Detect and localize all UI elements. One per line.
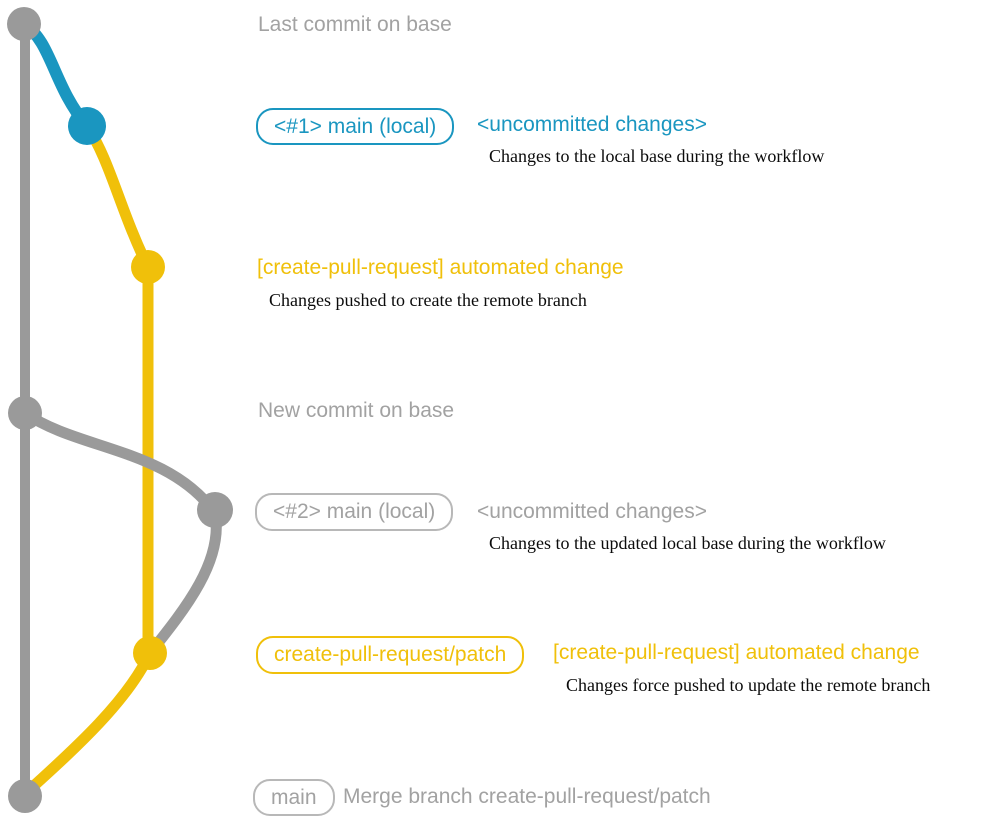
uncommitted-changes-title-2: <uncommitted changes> [477,500,707,523]
automated-change-title-2: [create-pull-request] automated change [553,641,920,664]
new-base-to-local-line [19,407,221,519]
branch-badge-main-local-2-label: <#2> main (local) [273,500,436,523]
merge-commit-title: Merge branch create-pull-request/patch [343,785,711,808]
commit-dot-new-base [8,396,42,430]
automated-change-title-1: [create-pull-request] automated change [257,256,624,279]
merge-to-main-line [21,647,156,798]
branch-badge-patch: create-pull-request/patch [256,636,525,674]
commit-dot-merge [8,779,42,813]
automated-change-description-1: Changes pushed to create the remote bran… [269,290,587,310]
branch-badge-patch-label: create-pull-request/patch [274,643,507,666]
automated-change-description-2: Changes force pushed to update the remot… [566,675,931,695]
branch-badge-main-label: main [271,785,317,809]
uncommitted-changes-title-1: <uncommitted changes> [477,113,707,136]
commit-dot-local-2 [197,492,233,528]
commit-dot-last-base [7,7,41,41]
branch-badge-main-local-1: <#1> main (local) [256,108,455,145]
uncommitted-changes-description-1: Changes to the local base during the wor… [489,146,825,166]
uncommitted-changes-description-2: Changes to the updated local base during… [489,533,886,553]
commit-dot-local-1 [68,107,106,145]
commit-dot-patch-1 [131,250,165,284]
branch-badge-main-local-2: <#2> main (local) [255,493,454,531]
branch-badge-main: main [253,779,335,816]
annotation-new-commit-on-base: New commit on base [258,399,455,422]
commit-graph [7,7,233,813]
branch-badge-main-local-1-label: <#1> main (local) [274,114,437,138]
patch-branch-line [81,120,154,656]
local-to-patch-line [144,507,222,659]
commit-dot-patch-2 [133,636,167,670]
annotation-last-commit-on-base: Last commit on base [258,13,452,36]
